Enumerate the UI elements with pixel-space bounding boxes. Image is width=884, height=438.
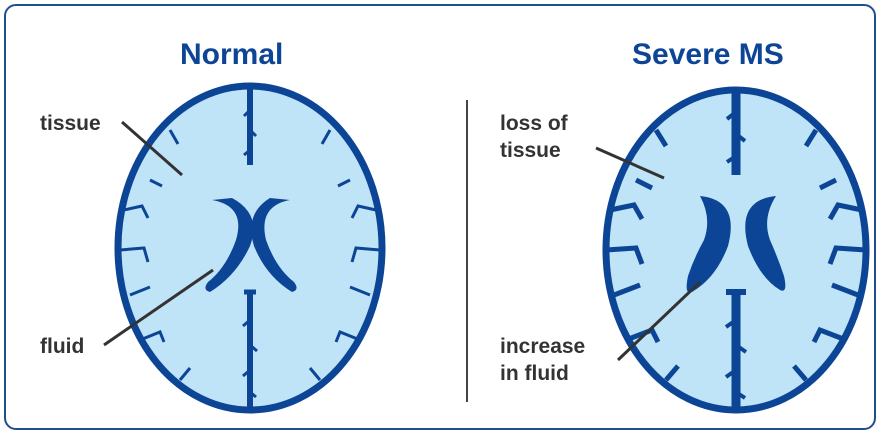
normal-brain [104,86,382,410]
severe-ms-brain [596,90,866,410]
